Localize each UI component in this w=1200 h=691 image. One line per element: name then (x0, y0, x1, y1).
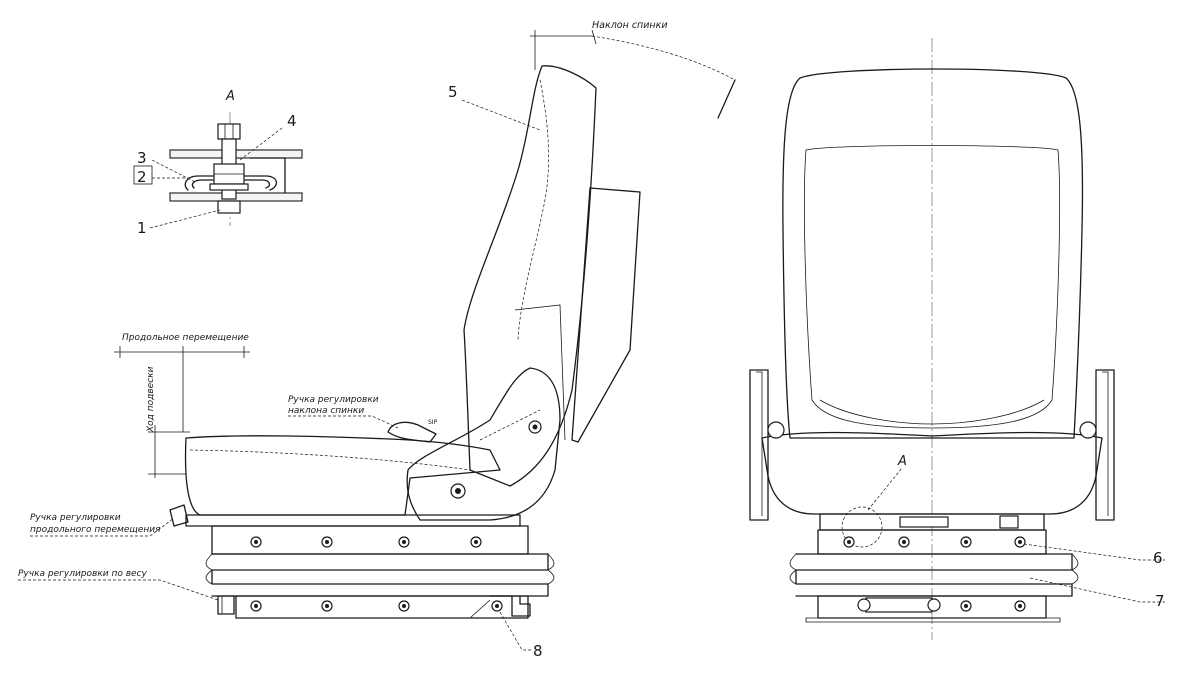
callout-3: 3 (137, 149, 147, 167)
detail-view-a: A 1 2 3 4 (133, 89, 303, 237)
callout-2: 2 (137, 168, 147, 186)
side-upper-bolts (250, 536, 482, 548)
callout-1: 1 (137, 219, 147, 237)
callout-8: 8 (533, 642, 543, 660)
svg-text:SIP: SIP (428, 419, 438, 426)
front-detail-ref: A (897, 454, 907, 469)
front-bellows (795, 553, 1073, 597)
front-lower-bolts (960, 600, 1026, 612)
callout-6: 6 (1153, 549, 1163, 567)
callout-5: 5 (448, 83, 458, 101)
side-backrest (463, 65, 597, 487)
side-view: Наклон спинки Ручка регулировки наклона … (18, 20, 736, 660)
front-view: A 6 7 (749, 38, 1165, 640)
backrest-tilt-label: Наклон спинки (592, 20, 668, 31)
front-upper-bolts (843, 536, 1026, 548)
callout-4: 4 (287, 112, 297, 130)
front-backrest (782, 68, 1084, 439)
side-bellows (211, 553, 549, 597)
side-suspension-lower (235, 595, 529, 619)
front-seat-cushion (761, 431, 1103, 515)
longitudinal-handle-label-line1: Ручка регулировки (30, 513, 121, 523)
suspension-travel-label: Ход подвески (146, 366, 156, 433)
longitudinal-handle-label-line2: продольного перемещения (30, 525, 161, 535)
callout-7: 7 (1155, 592, 1165, 610)
side-lower-bolts (250, 600, 410, 612)
side-hip-plate (406, 367, 561, 521)
side-seat-cushion (184, 435, 501, 516)
weight-handle-label: Ручка регулировки по весу (18, 569, 147, 579)
detail-view-title: A (225, 89, 235, 104)
longitudinal-travel-label: Продольное перемещение (122, 333, 249, 343)
backrest-handle-label-line1: Ручка регулировки (288, 395, 379, 405)
backrest-handle-label-line2: наклона спинки (288, 406, 364, 416)
